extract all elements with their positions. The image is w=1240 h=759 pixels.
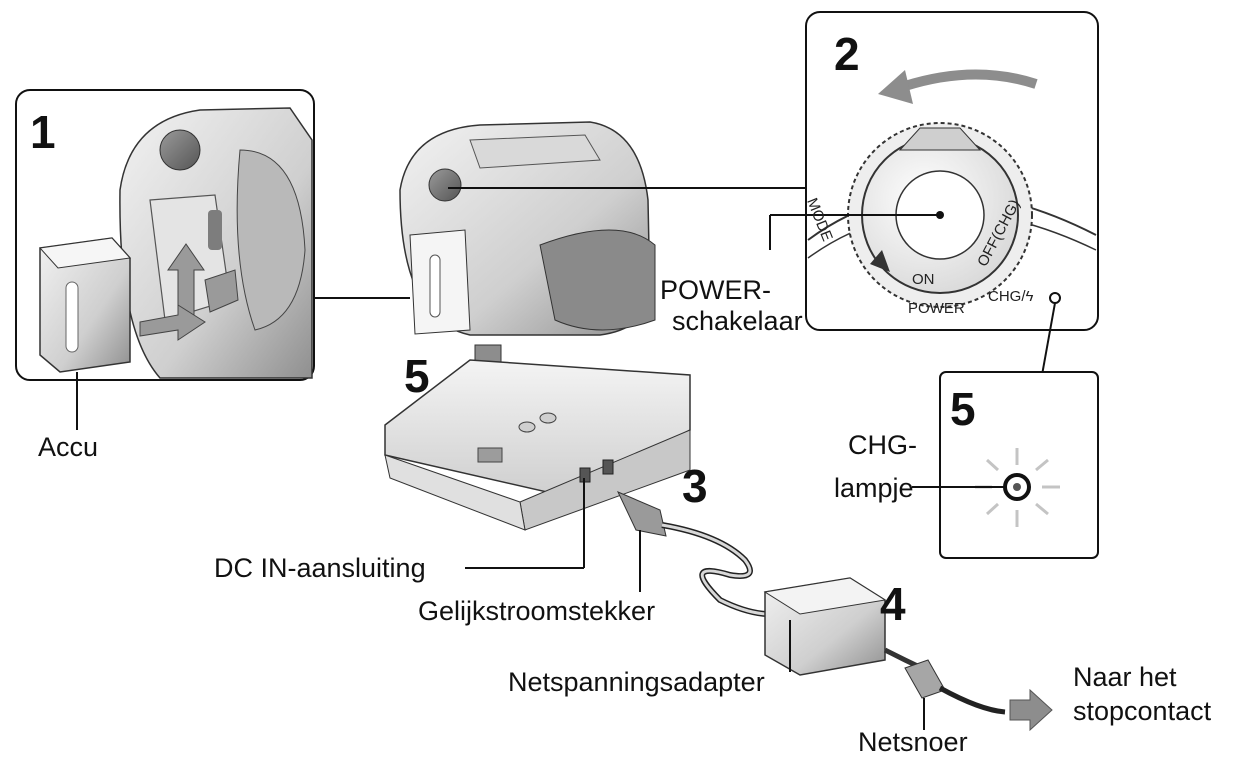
panel-1-battery-insert xyxy=(15,89,315,430)
label-power-switch-line2: schakelaar xyxy=(672,306,803,336)
outlet-arrow-icon xyxy=(1009,688,1053,732)
dc-plug-icon xyxy=(616,491,791,618)
dial-on-label: ON xyxy=(912,271,935,288)
ac-adapter-icon xyxy=(763,577,887,676)
chg-lamp-icon xyxy=(975,448,1060,527)
power-cord-icon xyxy=(883,647,1006,730)
handycam-station-icon xyxy=(384,359,691,569)
step-1-number: 1 xyxy=(30,106,56,158)
dial-chg-label: CHG/ϟ xyxy=(988,288,1034,305)
step-5-lamp-number: 5 xyxy=(950,383,976,435)
insert-arrow-icon xyxy=(139,243,206,341)
camcorder-center xyxy=(314,121,818,406)
label-ac-adapter: Netspanningsadapter xyxy=(508,667,765,697)
battery-icon xyxy=(38,237,132,373)
label-power-cord: Netsnoer xyxy=(858,727,968,757)
label-power-switch-line1: POWER- xyxy=(660,275,771,305)
label-chg-lamp-line1: CHG- xyxy=(848,430,917,460)
label-to-outlet-line1: Naar het xyxy=(1073,662,1177,692)
label-accu: Accu xyxy=(38,432,99,462)
camcorder-icon xyxy=(119,107,313,379)
label-dc-in: DC IN-aansluiting xyxy=(214,553,426,583)
step-2-number: 2 xyxy=(834,28,860,80)
step-5-dock-number: 5 xyxy=(404,350,430,402)
label-to-outlet-line2: stopcontact xyxy=(1073,696,1212,726)
dial-power-label: POWER xyxy=(908,300,965,317)
step-4-number: 4 xyxy=(880,578,906,630)
panel-2-power-dial xyxy=(769,11,1099,376)
label-chg-lamp-line2: lampje xyxy=(834,473,914,503)
panel-5-chg-lamp xyxy=(912,371,1099,559)
step-3-number: 3 xyxy=(682,460,708,512)
label-dc-plug: Gelijkstroomstekker xyxy=(418,596,656,626)
